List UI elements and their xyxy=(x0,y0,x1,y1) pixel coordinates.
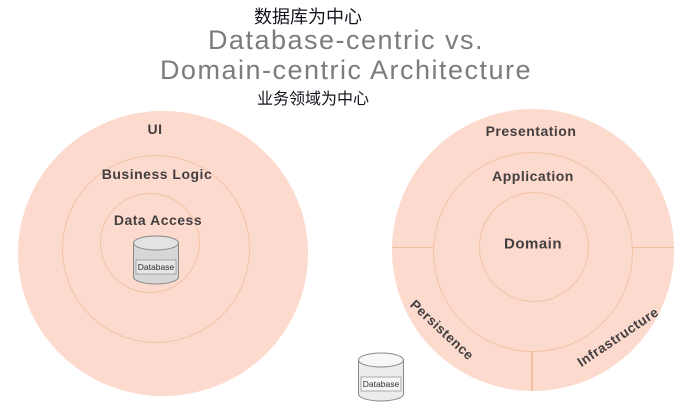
sector-divider-right xyxy=(632,246,674,248)
database-label: Database xyxy=(138,262,175,272)
caption-domain-centric-zh: 业务领域为中心 xyxy=(256,91,370,108)
layer-label-data-access: Data Access xyxy=(113,212,203,228)
sector-divider-bottom xyxy=(531,352,533,391)
left-inner-circle xyxy=(100,193,200,293)
layer-label-application: Application xyxy=(492,168,574,184)
database-cylinder-icon: Database xyxy=(358,352,404,402)
title-line-1: Database-centric vs. xyxy=(207,25,485,55)
database-label: Database xyxy=(363,379,400,389)
caption-database-centric-zh: 数据库为中心 xyxy=(254,7,362,27)
right-inner-circle xyxy=(479,192,589,302)
layer-label-presentation: Presentation xyxy=(485,123,577,139)
sector-divider-left xyxy=(392,246,434,248)
left-middle-circle xyxy=(62,155,250,343)
title-line-2: Domain-centric Architecture xyxy=(159,55,533,85)
layer-label-ui: UI xyxy=(147,121,163,137)
database-cylinder-icon: Database xyxy=(133,235,179,285)
layer-label-domain: Domain xyxy=(503,235,563,253)
layer-label-business-logic: Business Logic xyxy=(101,166,213,182)
right-middle-circle xyxy=(433,152,633,352)
page-title: Database-centric vs. Domain-centric Arch… xyxy=(160,25,532,85)
